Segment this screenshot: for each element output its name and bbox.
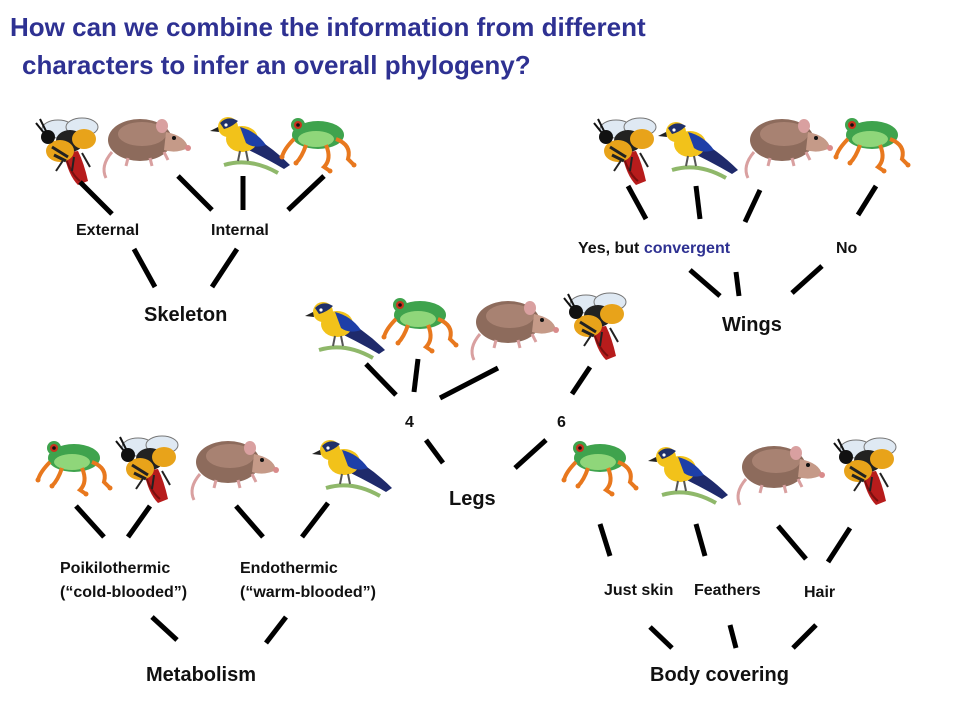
frog-image xyxy=(277,116,359,176)
metabolism-character-name: Metabolism xyxy=(146,664,257,686)
frog-image xyxy=(831,116,913,176)
skeleton-tree xyxy=(34,115,359,289)
bird-image xyxy=(310,438,394,498)
wings-yes-prefix: Yes, but xyxy=(578,240,640,257)
metabolism-warm-blooded-note: (“warm-blooded”) xyxy=(240,584,376,601)
skeleton-internal-label: Internal xyxy=(211,222,269,239)
frog-image xyxy=(379,296,461,356)
legs-four-label: 4 xyxy=(405,414,414,431)
bird-image xyxy=(646,445,730,505)
bird-image xyxy=(208,115,292,175)
body-covering-skin-label: Just skin xyxy=(604,582,674,599)
metabolism-endothermic-label: Endothermic xyxy=(240,560,338,577)
bee-image xyxy=(592,116,658,187)
bee-image xyxy=(832,436,898,507)
wings-tree xyxy=(592,116,913,298)
metabolism-cold-blooded-note: (“cold-blooded”) xyxy=(60,584,188,601)
body-covering-character-name: Body covering xyxy=(650,664,789,686)
body-covering-hair-label: Hair xyxy=(804,584,836,601)
wings-convergent-label: convergent xyxy=(643,240,731,257)
title-line-1: How can we combine the information from … xyxy=(10,12,646,42)
slide-title: How can we combine the information from … xyxy=(10,8,950,84)
wings-no-label: No xyxy=(836,240,858,257)
frog-image xyxy=(33,439,115,499)
opossum-image xyxy=(736,444,827,507)
wings-character-name: Wings xyxy=(722,314,782,336)
body-covering-tree xyxy=(559,436,898,650)
bee-image xyxy=(114,434,180,505)
bee-image xyxy=(34,116,100,187)
legs-character-name: Legs xyxy=(449,488,496,510)
title-line-2: characters to infer an overall phylogeny… xyxy=(22,50,531,80)
bird-image xyxy=(656,120,740,180)
frog-image xyxy=(559,439,641,499)
legs-six-label: 6 xyxy=(557,414,566,431)
opossum-image xyxy=(470,299,561,362)
body-covering-feathers-label: Feathers xyxy=(694,582,761,599)
opossum-image xyxy=(190,439,281,502)
metabolism-poikilothermic-label: Poikilothermic xyxy=(60,560,171,577)
opossum-image xyxy=(102,117,193,180)
opossum-image xyxy=(744,117,835,180)
skeleton-external-label: External xyxy=(76,222,140,239)
legs-tree xyxy=(303,291,628,470)
bird-image xyxy=(303,300,387,360)
metabolism-tree xyxy=(33,434,394,645)
wings-yes-label: Yes, but convergent xyxy=(578,240,730,258)
bee-image xyxy=(562,291,628,362)
skeleton-character-name: Skeleton xyxy=(144,304,228,326)
